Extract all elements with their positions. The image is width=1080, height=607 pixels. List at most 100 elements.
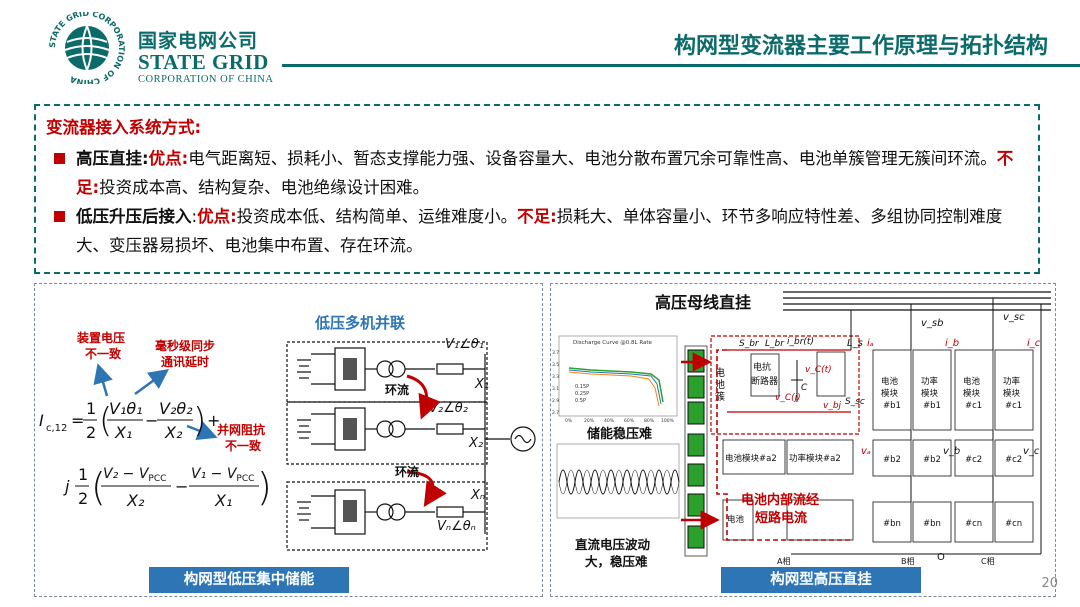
source-v1: V₁∠θ₁ (445, 337, 484, 352)
right-diagram-caption: 构网型高压直挂 (721, 567, 921, 593)
title-divider (282, 64, 1080, 67)
phase-b-modules: 电池 模块 #b1 功率 模块 #b1 #b2 #b2 #bn #bn (872, 349, 952, 543)
low-voltage-adv: 投资成本低、结构简单、运维难度小。 (236, 207, 518, 226)
svg-text:iₐ: iₐ (867, 338, 874, 349)
phase-wiring (791, 298, 1042, 555)
svg-text:40%: 40% (604, 418, 615, 424)
source-v2: V₂∠θ₂ (429, 401, 468, 416)
svg-text:i_br(t): i_br(t) (787, 337, 814, 347)
svg-text:S_sc: S_sc (845, 397, 865, 407)
svg-text:1: 1 (78, 465, 88, 484)
discharge-curve-plot: Discharge Curve @0.8L Rate 0.15P 0.25P 0… (552, 335, 678, 424)
svg-text:3.1: 3.1 (552, 386, 559, 392)
formula-j: j (63, 477, 70, 496)
source-x1: X₁ (474, 377, 489, 392)
storage-stability-label: 储能稳压难 (586, 426, 652, 442)
formula-half-den: 2 (86, 423, 96, 442)
svg-text:v_c: v_c (1023, 446, 1040, 457)
svg-text:v_sc: v_sc (1003, 312, 1025, 323)
grid-impedances (436, 354, 536, 534)
source-vn: Vₙ∠θₙ (437, 519, 476, 534)
access-methods-box: 变流器接入系统方式: 高压直挂:优点:电气距离短、损耗小、暂态支撑能力强、设备容… (34, 104, 1040, 274)
low-voltage-parallel-diagram: 装置电压 不一致 毫秒级同步 通讯延时 并网阻抗 不一致 I c,12 = 1 … (39, 314, 536, 551)
svg-text:模块: 模块 (1003, 388, 1021, 399)
svg-text:断路器: 断路器 (751, 375, 778, 387)
svg-text:#cn: #cn (1005, 519, 1022, 529)
low-voltage-diagram-panel: 装置电压 不一致 毫秒级同步 通讯延时 并网阻抗 不一致 I c,12 = 1 … (34, 283, 543, 597)
formula-plus: + (207, 411, 220, 430)
loop-label-2: 环流 (395, 464, 419, 479)
low-voltage-dis-label: 不足: (517, 207, 557, 226)
svg-text:C: C (801, 383, 808, 393)
battery-cluster-2: 池 (715, 378, 725, 391)
svg-text:#cn: #cn (965, 519, 982, 529)
svg-text:v_b: v_b (943, 446, 960, 457)
formula-minus: − (145, 411, 158, 430)
formula-t1-num: V₁θ₁ (109, 399, 143, 418)
access-methods-heading: 变流器接入系统方式: (46, 118, 202, 137)
svg-text:0.25P: 0.25P (575, 391, 589, 397)
formula-t2-den: X₂ (164, 423, 183, 442)
impedance-x1 (436, 363, 464, 375)
phase-c-modules: 电池 模块 #c1 功率 模块 #c1 #c2 #c2 #cn #cn (954, 349, 1034, 543)
low-voltage-dis: 损耗大、单体容量小、环节多响应特性差、多组协同控制难度大、变压器易损坏、电池集中… (76, 207, 1003, 255)
phase-a-label: A相 (777, 556, 790, 566)
bullet-square-icon (54, 211, 65, 222)
svg-text:3.7: 3.7 (552, 350, 559, 356)
impedance-x2 (436, 423, 464, 435)
phase-a-modules: 电池模块#a2 功率模块#a2 电池 (722, 439, 854, 541)
circulating-arrow-2 (406, 470, 447, 508)
plot-title: Discharge Curve @0.8L Rate (573, 340, 653, 346)
sub-module-detail: 电 池 簇 电抗 断路器 S_br L_br i_br(t) v_C(t) C … (710, 335, 865, 435)
svg-text:): ) (193, 401, 206, 441)
short-circuit-label-1: 电池内部流经 (741, 492, 819, 508)
circulating-arrow-1 (406, 374, 441, 420)
high-voltage-bus-lines (783, 291, 1051, 311)
converter-icons (297, 347, 435, 535)
phase-b-label: B相 (901, 556, 915, 566)
formula-lhs: I (39, 411, 44, 430)
formula-t3-num: V₂ − VPCC (103, 466, 166, 484)
svg-text:(: ( (91, 465, 106, 509)
phase-c-label: C相 (981, 556, 995, 566)
svg-text:模块: 模块 (963, 388, 981, 399)
converter-units (286, 341, 488, 551)
label-sync-2: 通讯延时 (161, 354, 209, 369)
logo-english-name: STATE GRID (138, 50, 269, 74)
low-voltage-sep: : (191, 207, 198, 226)
battery-module-a2: 电池模块#a2 (725, 453, 777, 464)
short-circuit-label-2: 短路电流 (755, 510, 807, 526)
svg-text:80%: 80% (644, 418, 655, 424)
converter-unit-2 (286, 401, 488, 465)
mismatch-line1: 装置电压 (76, 330, 125, 345)
bullet-square-icon (54, 153, 65, 164)
svg-text:#b1: #b1 (883, 401, 901, 411)
low-voltage-adv-label: 优点: (197, 207, 237, 226)
dc-ripple-waveform (556, 443, 680, 519)
loop-label-1: 环流 (385, 382, 409, 397)
bullet-low-voltage: 低压升压后接入:优点:投资成本低、结构简单、运维难度小。不足:损耗大、单体容量小… (46, 202, 1028, 260)
svg-text:模块: 模块 (881, 388, 899, 399)
svg-text:0%: 0% (565, 418, 573, 424)
svg-text:100%: 100% (661, 418, 675, 424)
svg-text:2: 2 (78, 489, 88, 508)
high-voltage-dis: 投资成本高、结构复杂、电池绝缘设计困难。 (99, 178, 430, 197)
formula-t1-den: X₁ (114, 423, 132, 442)
high-voltage-name: 高压直挂: (76, 149, 149, 168)
svg-text:60%: 60% (624, 418, 635, 424)
ripple-label-2: 大，稳压难 (585, 554, 648, 569)
formula-lhs-sub: c,12 (46, 423, 67, 434)
left-diagram-caption: 构网型低压集中储能 (149, 567, 349, 593)
formula-t2-num: V₂θ₂ (159, 399, 193, 418)
svg-text:电池: 电池 (963, 376, 981, 387)
formula-t4-num: V₁ − VPCC (191, 466, 254, 484)
formula-half-num: 1 (86, 399, 96, 418)
svg-text:#c2: #c2 (965, 455, 982, 465)
logo-chinese-name: 国家电网公司 (138, 30, 259, 52)
high-voltage-bus-title: 高压母线直挂 (655, 293, 751, 312)
svg-text:功率: 功率 (921, 376, 939, 387)
company-logo: STATE GRID CORPORATION OF CHINA 国家电网公司 S… (40, 9, 290, 87)
formula-t4-den: X₁ (214, 491, 232, 510)
page-title: 构网型变流器主要工作原理与拓扑结构 (673, 34, 1048, 59)
high-voltage-adv-label: 优点: (148, 149, 189, 168)
